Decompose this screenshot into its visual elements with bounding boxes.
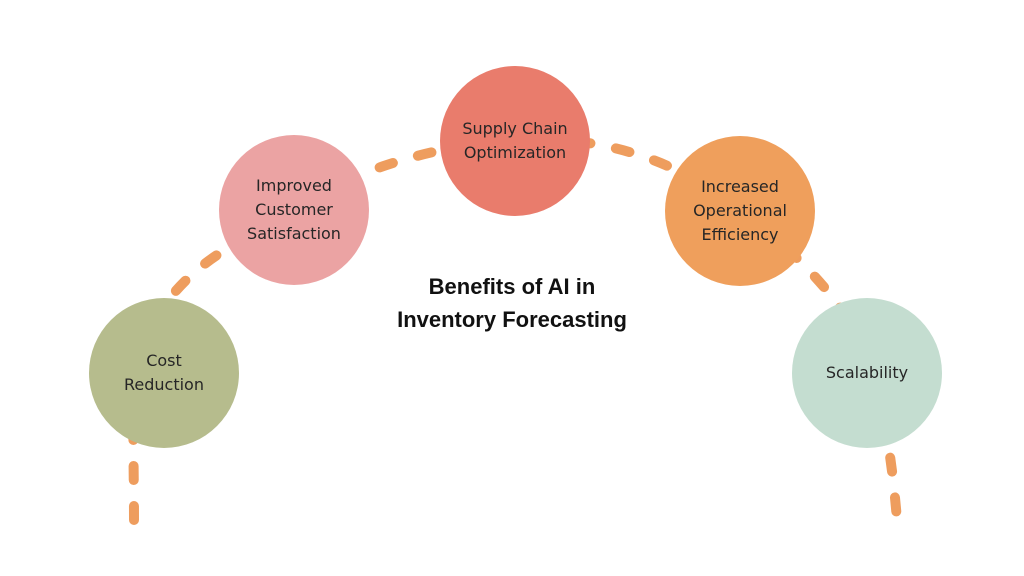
customer-satisfaction-node: Improved Customer Satisfaction bbox=[219, 135, 369, 285]
operational-efficiency-label: Increased Operational Efficiency bbox=[693, 177, 787, 244]
cost-reduction-node: Cost Reduction bbox=[89, 298, 239, 448]
supply-chain-label: Supply Chain Optimization bbox=[462, 119, 568, 162]
scalability-node: Scalability bbox=[792, 298, 942, 448]
scalability-label: Scalability bbox=[825, 363, 909, 382]
operational-efficiency-node: Increased Operational Efficiency bbox=[665, 136, 815, 286]
customer-satisfaction-label: Improved Customer Satisfaction bbox=[247, 176, 341, 243]
cost-reduction-label: Cost Reduction bbox=[124, 351, 204, 394]
diagram-title: Benefits of AI in Inventory Forecasting bbox=[397, 274, 627, 332]
supply-chain-node: Supply Chain Optimization bbox=[440, 66, 590, 216]
